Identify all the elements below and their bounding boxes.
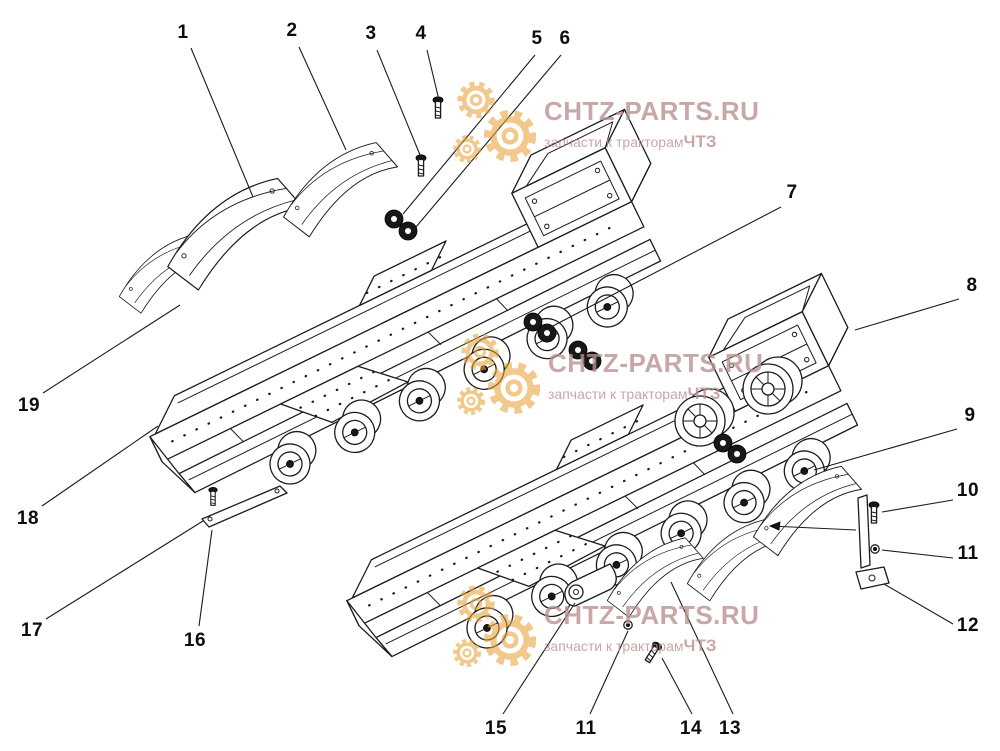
callout-6: 6	[559, 28, 571, 49]
guard-segment-9b	[752, 465, 862, 557]
leader-line-10	[881, 499, 954, 513]
leader-line-18	[41, 425, 159, 507]
callout-18: 18	[16, 508, 40, 529]
leader-line-14	[661, 657, 693, 715]
leader-line-1	[190, 47, 254, 198]
callout-3: 3	[365, 23, 377, 44]
callout-9: 9	[964, 405, 976, 426]
callout-19: 19	[17, 395, 41, 416]
leader-line-15	[502, 602, 576, 715]
bolt-10	[868, 501, 880, 524]
leader-line-2	[298, 46, 347, 151]
leader-lines	[41, 46, 960, 715]
callout-4: 4	[415, 23, 427, 44]
leader-line-8	[854, 298, 960, 331]
leader-line-7	[550, 206, 782, 328]
callout-17: 17	[20, 620, 44, 641]
plate-12	[855, 566, 890, 590]
leader-line-5	[402, 54, 536, 215]
bolt-3	[415, 154, 427, 177]
leader-line-16	[198, 529, 213, 627]
washer-11-right	[870, 544, 880, 554]
leader-line-12	[883, 583, 954, 625]
callout-16: 16	[183, 630, 207, 651]
leader-line-19	[42, 304, 181, 394]
bushing-7	[727, 444, 747, 464]
pin-17	[208, 486, 218, 506]
callout-2: 2	[286, 20, 298, 41]
callout-11: 11	[957, 543, 979, 564]
leader-line-13	[670, 581, 734, 715]
end-cap-15	[564, 563, 617, 607]
bolt-4	[432, 96, 444, 119]
bushing-5	[384, 209, 404, 229]
guard-segment-2	[283, 142, 399, 238]
callout-10: 10	[956, 480, 980, 501]
callout-5: 5	[531, 28, 543, 49]
guard-segment-1	[167, 177, 304, 291]
callout-14: 14	[679, 718, 703, 739]
callout-11: 11	[575, 718, 597, 739]
leader-line-9	[813, 428, 958, 471]
bushing-6	[398, 221, 418, 241]
bushing-7	[582, 351, 602, 371]
callout-15: 15	[484, 718, 508, 739]
leader-line-17	[45, 520, 204, 620]
callout-13: 13	[718, 718, 742, 739]
wear-bar-16	[201, 485, 288, 528]
bushing-7	[537, 323, 557, 343]
callout-1: 1	[177, 22, 189, 43]
bolt-14	[642, 639, 664, 665]
callout-12: 12	[956, 615, 980, 636]
washer-11-bottom	[623, 620, 633, 630]
leader-line-11	[881, 549, 954, 559]
leader-line-3	[376, 49, 421, 156]
leader-line-11	[589, 630, 629, 715]
callout-8: 8	[966, 275, 978, 296]
leader-line-4	[426, 49, 439, 97]
bracket-right	[768, 494, 871, 569]
callout-7: 7	[786, 182, 798, 203]
